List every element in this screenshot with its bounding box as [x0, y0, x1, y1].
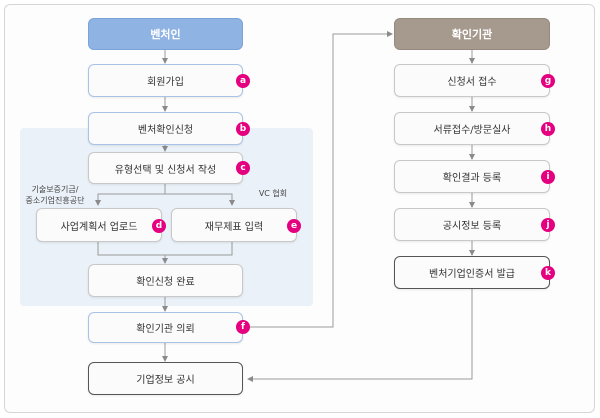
badge-f: f [236, 320, 250, 334]
venture-apply-step: 벤처확인신청 [88, 112, 243, 145]
badge-d: d [152, 219, 166, 233]
venture-header: 벤처인 [88, 18, 243, 50]
branch-right [165, 193, 235, 206]
apply-done-label: 확인신청 완료 [136, 277, 195, 288]
badge-k: k [541, 266, 555, 280]
result-register-step: 확인결과 등록 [394, 160, 550, 193]
badge-e: e [287, 219, 301, 233]
document-review-label: 서류접수/방문실사 [433, 125, 511, 136]
arrow-request-to-agency [243, 31, 393, 328]
venture-apply-label: 벤처확인신청 [137, 125, 194, 136]
merge-right [165, 242, 233, 256]
badge-j: j [541, 218, 555, 232]
agency-request-step: 확인기관 의뢰 [88, 312, 243, 343]
badge-i: i [541, 170, 555, 184]
disclosure-register-label: 공시정보 등록 [442, 221, 502, 232]
badge-b: b [236, 122, 250, 136]
application-receipt-label: 신청서 접수 [447, 77, 497, 88]
business-plan-upload-step: 사업계획서 업로드 [36, 208, 162, 242]
type-select-step: 유형선택 및 신청서 작성 [88, 152, 243, 184]
certificate-issue-step: 벤처기업인증서 발급 [394, 256, 550, 289]
agency-request-label: 확인기관 의뢰 [136, 324, 195, 335]
badge-c: c [236, 161, 250, 175]
financial-statement-step: 재무제표 입력 [171, 208, 297, 242]
signup-step: 회원가입 [88, 64, 243, 97]
note-right-branch: VC 협회 [258, 189, 288, 198]
type-select-label: 유형선택 및 신청서 작성 [114, 164, 217, 176]
company-info-publish-step: 기업정보 공시 [88, 362, 243, 395]
badge-h: h [541, 122, 555, 136]
signup-label: 회원가입 [147, 77, 184, 88]
disclosure-register-step: 공시정보 등록 [394, 208, 550, 241]
apply-done-step: 확인신청 완료 [88, 264, 243, 297]
certificate-issue-label: 벤처기업인증서 발급 [429, 269, 515, 280]
business-plan-upload-label: 사업계획서 업로드 [60, 221, 138, 233]
financial-statement-label: 재무제표 입력 [204, 221, 264, 233]
badge-a: a [236, 74, 250, 88]
badge-g: g [541, 74, 555, 88]
result-register-label: 확인결과 등록 [442, 173, 502, 184]
document-review-step: 서류접수/방문실사 [394, 112, 550, 145]
application-receipt-step: 신청서 접수 [394, 64, 550, 97]
agency-header: 확인기관 [394, 18, 550, 50]
arrow-issue-to-publish [247, 289, 473, 382]
branch-left [95, 184, 166, 206]
merge-left [97, 242, 165, 256]
company-info-publish-label: 기업정보 공시 [136, 375, 195, 386]
note-left-branch: 기술보증기금/ 중소기업진흥공단 [25, 185, 85, 205]
